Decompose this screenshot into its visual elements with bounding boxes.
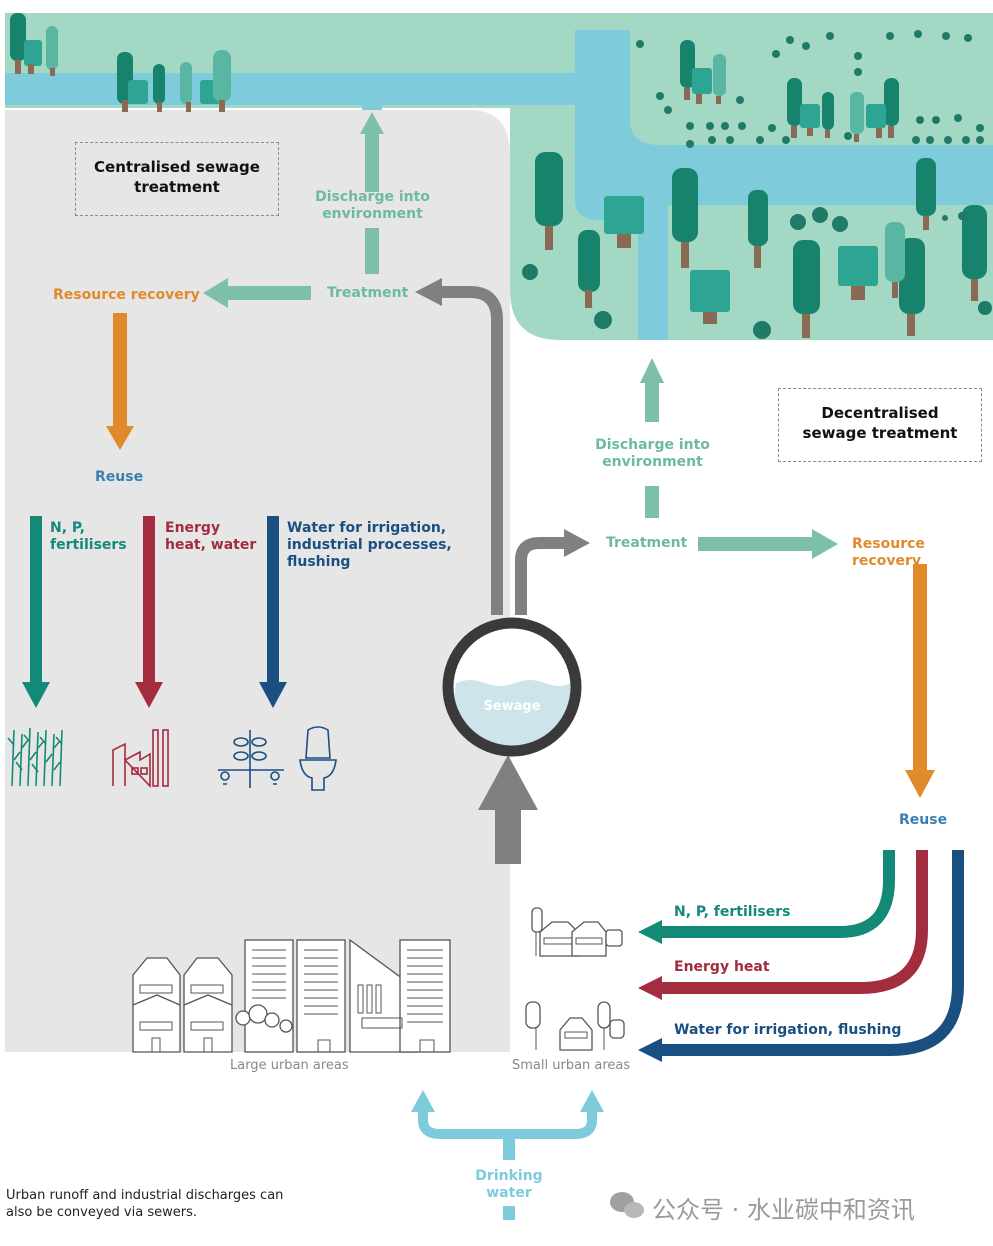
centralised-title-box: Centralised sewage treatment (75, 142, 279, 216)
drinking-water-label: Drinking water (475, 1168, 543, 1201)
small-urban-areas-label: Small urban areas (512, 1058, 631, 1073)
sewage-tank (442, 617, 582, 757)
small-urban-windows (535, 932, 605, 1050)
decentralised-output-water: Water for irrigation, flushing (674, 1022, 902, 1038)
large-urban-windows (139, 949, 443, 1053)
centralised-output-energy: Energy heat, water (165, 520, 257, 553)
centralised-reuse-label: Reuse (95, 469, 144, 485)
trees (10, 13, 992, 339)
centralised-output-fertilisers: N, P, fertilisers (50, 520, 127, 553)
factory-icon (112, 729, 169, 788)
decentralised-reuse-label: Reuse (899, 812, 948, 828)
irrigation-icon (218, 730, 284, 788)
decentralised-output-fertilisers: N, P, fertilisers (674, 904, 791, 920)
decentralised-title-box: Decentralised sewage treatment (778, 388, 982, 462)
centralised-treatment-label: Treatment (327, 285, 409, 301)
decentralised-title: Decentralised sewage treatment (802, 404, 958, 442)
footnote: Urban runoff and industrial discharges c… (6, 1188, 284, 1220)
wechat-icon (610, 1192, 644, 1218)
sewage-pipe-central (415, 278, 590, 864)
drinking-water-flow (411, 1090, 604, 1220)
centralised-flows (22, 112, 384, 708)
centralised-resource-recovery-label: Resource recovery (53, 287, 200, 303)
decentralised-output-energy: Energy heat (674, 959, 770, 975)
sewage-label: Sewage (483, 699, 541, 714)
decentralised-resource-recovery-label: Resource recovery (852, 536, 925, 569)
toilet-icon (299, 726, 337, 791)
river (5, 30, 993, 340)
large-urban-areas-label: Large urban areas (230, 1058, 349, 1073)
small-urban-houses (525, 907, 625, 1051)
centralised-discharge-label: Discharge into environment (315, 189, 430, 222)
decentralised-flows (638, 358, 964, 1062)
centralised-output-water: Water for irrigation, industrial process… (287, 520, 452, 570)
decentralised-treatment-label: Treatment (606, 535, 688, 551)
watermark: 公众号 · 水业碳中和资讯 (652, 1196, 915, 1224)
large-urban-buildings (132, 938, 451, 1053)
crops-icon (7, 727, 63, 787)
centralised-title: Centralised sewage treatment (94, 158, 260, 196)
decentralised-discharge-label: Discharge into environment (595, 437, 710, 470)
centralised-panel (5, 110, 510, 1052)
